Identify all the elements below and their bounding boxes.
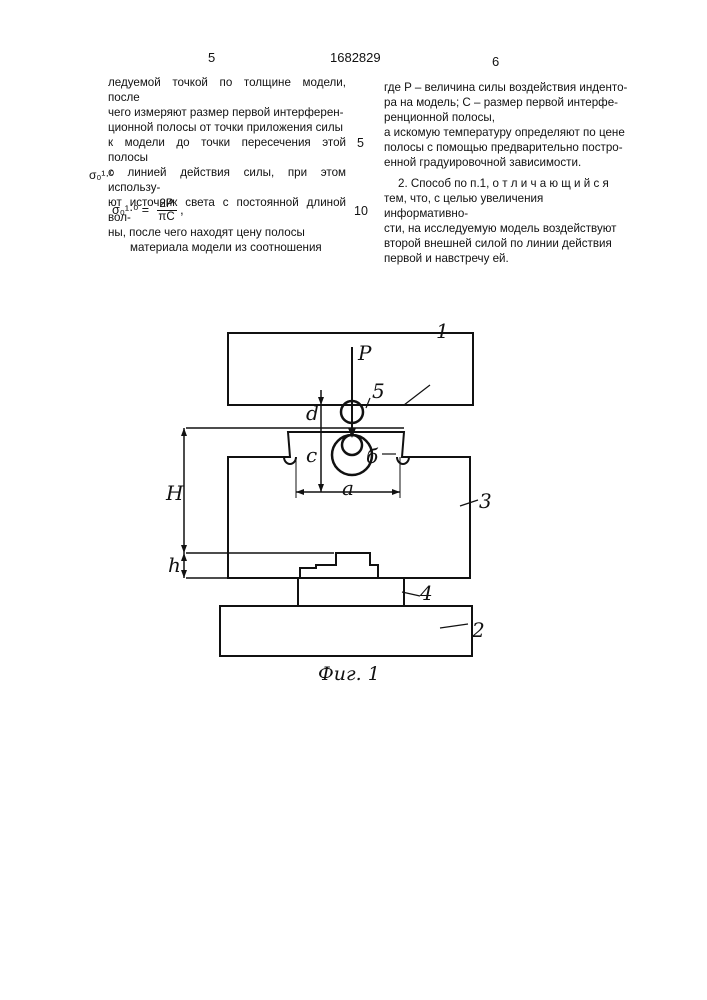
label-c: c [306,443,317,467]
figure-caption: Фиг. 1 [318,663,380,685]
lower-plate-2 [220,606,472,656]
label-h: h [168,553,181,577]
label-3: 3 [479,489,492,513]
label-P: P [357,341,372,365]
label-a: a [342,476,354,500]
label-6: б [366,444,379,468]
label-H: H [165,481,184,505]
label-4: 4 [419,581,433,605]
label-d: d [306,401,319,425]
upper-plate-1 [228,333,473,405]
label-2: 2 [471,618,485,642]
label-1: 1 [436,319,449,343]
label-5: 5 [372,379,385,403]
